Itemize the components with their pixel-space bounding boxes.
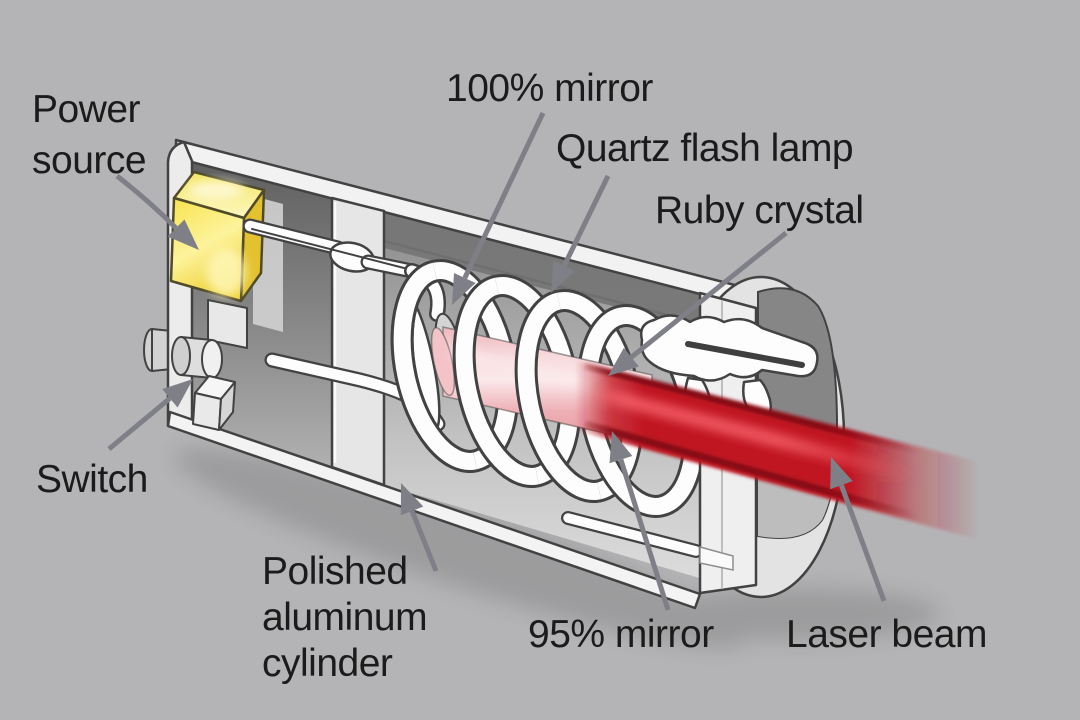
label-switch: Switch [36,458,148,501]
label-mirror-100: 100% mirror [446,67,653,110]
device-shadow [174,448,940,648]
label-ruby-crystal: Ruby crystal [655,189,864,232]
arrow-power-source [115,174,199,250]
upper-electrode [242,218,446,322]
switch-assembly [171,299,248,431]
cap-lower-rod [561,511,703,558]
arrow-quartz-flash-lamp [551,174,611,293]
arrow-polished-cylinder [400,483,439,572]
leaders [107,111,887,611]
label-quartz-flash-lamp: Quartz flash lamp [556,127,854,170]
arrow-laser-beam [830,457,887,602]
switch-cube [192,375,236,431]
flash-lamp-coil-front [390,259,602,503]
label-mirror-95: 95% mirror [528,613,714,656]
laser-beam-graphic [575,360,980,540]
power-source-cube [169,170,266,303]
arrow-ruby-crystal [608,231,788,376]
arrow-mirror-95 [609,431,671,611]
label-laser-beam: Laser beam [786,613,987,656]
label-power-source: Power source [32,88,147,183]
arrow-switch [107,379,193,451]
label-polished-aluminum-cylinder: Polished aluminum cylinder [262,550,428,686]
arrow-mirror-100 [452,111,546,305]
switch-drum [171,336,223,379]
